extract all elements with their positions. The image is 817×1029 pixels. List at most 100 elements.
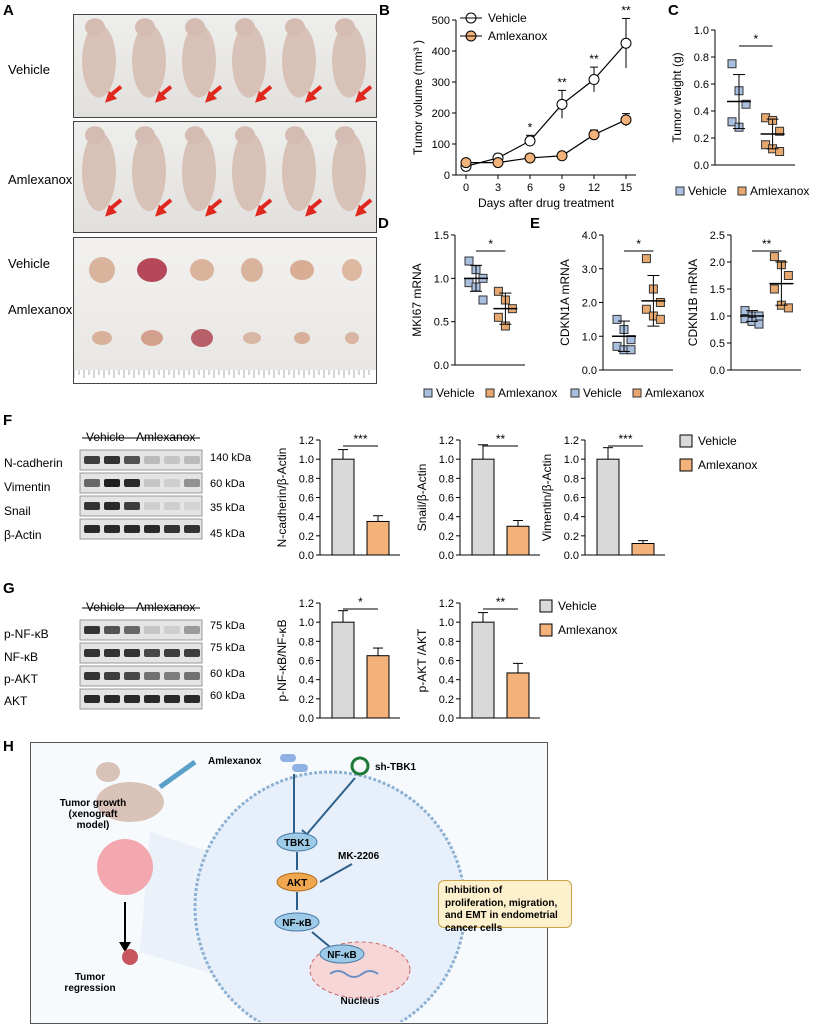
chart-b-line-1 [466, 119, 627, 164]
kda-snail: 35 kDa [210, 502, 245, 514]
panel-label-b: B [379, 2, 390, 19]
chart-G1-ylabel: p-NF-κB/NF-κB [275, 620, 289, 702]
chart-E1-ylabel: CDKN1A mRNA [558, 259, 572, 346]
shrna-label: sh-TBK1 [375, 762, 417, 773]
blot-f-band [104, 525, 120, 533]
tumor-vehicle [89, 257, 115, 283]
arrow-nfkb-nucleus [311, 931, 331, 948]
protein-actin: β-Actin [4, 528, 42, 542]
chart-E1-point [626, 345, 636, 355]
red-arrow-head [255, 204, 267, 217]
inhibitor-label: MK-2206 [338, 851, 380, 862]
chart-F2-ytick-label: 0.0 [439, 550, 454, 562]
mouse-body [132, 24, 166, 98]
nfkb-label: NF-κB [282, 918, 311, 929]
blot-f-band [144, 525, 160, 533]
blot-g-band [84, 649, 100, 657]
chart-D-point [478, 295, 488, 305]
chart-b-line-0 [465, 42, 627, 167]
chart-b-point-0 [588, 74, 600, 86]
chart-C-ytick-label: 0.8 [694, 52, 709, 64]
blot-f-band [84, 479, 100, 487]
blot-g-band [104, 626, 120, 634]
red-arrow-head [355, 204, 367, 217]
legend-amlexanox-g: Amlexanox [558, 623, 617, 637]
small-tumor [122, 949, 138, 965]
chart-G2-ytick-label: 1.2 [439, 598, 454, 610]
chart-E1-ytick-label: 1.0 [582, 331, 597, 343]
chart-E2-sig: ** [762, 237, 772, 251]
blot-g-band [144, 672, 160, 680]
mouse-body [182, 24, 216, 98]
chart-E1-point [641, 254, 651, 264]
mouse-head [285, 18, 305, 37]
chart-F2-ytick-label: 0.8 [439, 473, 454, 485]
mechanism-schematic: NucleusAmlexanoxsh-TBK1TBK1MK-2206AKTNF-… [96, 754, 467, 1022]
group-label-amlexanox-g: Amlexanox [136, 600, 196, 614]
blot-g-strip [79, 665, 203, 687]
red-arrow-head [355, 90, 367, 103]
red-arrow-head [155, 90, 167, 103]
chart-b-point-0 [524, 135, 536, 147]
mouse-body [332, 131, 366, 212]
chart-E1-point [655, 298, 665, 307]
chart-b-ytick-label: 400 [432, 46, 450, 58]
blot-g-band [184, 626, 200, 634]
legend-vehicle-c: Vehicle [688, 184, 727, 198]
chart-E1-point [641, 304, 651, 314]
chart-C-point [727, 59, 737, 69]
chart-C-ylabel: Tumor weight (g) [670, 52, 684, 142]
chart-G1-ytick-label: 0.8 [299, 636, 314, 648]
row-label-vehicle: Vehicle [8, 62, 50, 77]
akt-node [276, 872, 318, 892]
mouse-photo-vehicle [73, 14, 377, 118]
blot-f-band [84, 456, 100, 464]
blot-g-band [124, 672, 140, 680]
blot-g-strip [79, 688, 203, 710]
legend-vehicle-sq-e [570, 388, 580, 398]
blot-f-band [124, 479, 140, 487]
blot-g-band [184, 649, 200, 657]
chart-D-ytick-label: 1.5 [434, 230, 449, 242]
chart-b-xtick-label: 12 [588, 182, 600, 194]
legend-amlexanox-box-f [679, 458, 693, 472]
chart-C-ytick-label: 0.0 [694, 160, 709, 172]
blot-g-band [164, 626, 180, 634]
protein-snail: Snail [4, 504, 31, 518]
chart-D-ytick-label: 0.0 [434, 360, 449, 372]
legend-amlexanox-sq-c [737, 186, 747, 196]
mouse-head [235, 126, 255, 145]
chart-E2-ytick-label: 0.0 [710, 365, 725, 377]
nfkb-node [274, 912, 320, 932]
chart-b-ylabel: Tumor volume (mm³ ) [411, 40, 425, 155]
chart-E2-point [783, 271, 793, 280]
blot-f-band [164, 502, 180, 510]
chart-E1-ytick-label: 2.0 [582, 298, 597, 310]
tumor-vehicle [290, 260, 314, 280]
mouse-body [332, 24, 366, 98]
chart-F1-ytick-label: 0.6 [299, 493, 314, 505]
chart-D-ylabel: MKI67 mRNA [410, 263, 424, 336]
chart-b-xtick-label: 0 [463, 182, 469, 194]
blot-f-band [164, 479, 180, 487]
regression-caption: Tumor regression [64, 972, 116, 994]
blot-f-strip [79, 449, 203, 471]
chart-G2-ytick-label: 0.8 [439, 636, 454, 648]
blot-f-band [124, 456, 140, 464]
legend-amlexanox-sq-e [632, 388, 642, 398]
chart-E2-ytick-label: 1.0 [710, 311, 725, 323]
chart-F2-bar-1 [506, 525, 530, 556]
chart-b-sig: * [528, 120, 533, 134]
blot-f-band [124, 525, 140, 533]
blot-f-band [184, 502, 200, 510]
chart-G2-ytick-label: 0.4 [439, 675, 454, 687]
tumor-vehicle [342, 259, 362, 281]
legend-vehicle-f: Vehicle [698, 434, 737, 448]
chart-F3-ylabel: Vimentin/β-Actin [540, 454, 554, 541]
chart-F2-sig: ** [496, 432, 506, 446]
blot-g-band [184, 672, 200, 680]
nucleus-label: Nucleus [341, 996, 380, 1007]
chart-C-point [775, 147, 785, 156]
chart-b-ytick-label: 100 [432, 139, 450, 151]
